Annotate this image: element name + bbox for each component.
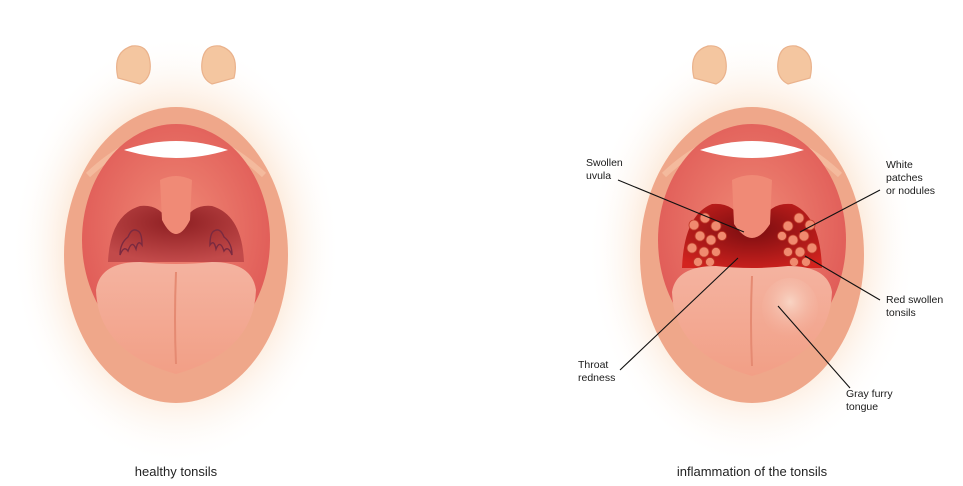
- callout-line: Throat: [578, 359, 608, 371]
- callout-line: uvula: [586, 170, 611, 182]
- callout-line: Swollen: [586, 157, 623, 169]
- nodule: [807, 243, 817, 253]
- nodule: [799, 231, 809, 241]
- callout-line: patches: [886, 172, 923, 184]
- callout-line: redness: [578, 372, 615, 384]
- callout-line: or nodules: [886, 185, 935, 197]
- callout-throat-redness: Throat redness: [578, 359, 615, 384]
- gray-furry-patch: [762, 278, 818, 338]
- callout-gray-furry-tongue: Gray furry tongue: [846, 388, 896, 413]
- nodule: [699, 247, 709, 257]
- nodule: [711, 221, 721, 231]
- nodule: [794, 213, 804, 223]
- uvula: [732, 175, 772, 238]
- nodule: [784, 248, 793, 257]
- callout-line: tongue: [846, 401, 878, 413]
- nodule: [689, 220, 699, 230]
- nodule: [706, 258, 715, 267]
- nodule: [783, 221, 793, 231]
- callout-line: White: [886, 159, 913, 171]
- callout-line: tonsils: [886, 307, 916, 319]
- nodule: [694, 258, 703, 267]
- nodule: [687, 243, 697, 253]
- nodule: [795, 247, 805, 257]
- callout-line: Gray furry: [846, 388, 893, 400]
- healthy-caption: healthy tonsils: [135, 464, 218, 479]
- nodule: [695, 231, 705, 241]
- nodule: [778, 232, 787, 241]
- inflamed-caption: inflammation of the tonsils: [677, 464, 828, 479]
- callout-white-patches: White patches or nodules: [886, 159, 935, 197]
- nodule: [788, 235, 798, 245]
- nodule: [790, 258, 799, 267]
- healthy-mouth: [11, 35, 341, 465]
- nodule: [712, 248, 721, 257]
- callout-line: Red swollen: [886, 294, 943, 306]
- nodule: [706, 235, 716, 245]
- nodule: [718, 232, 727, 241]
- callout-red-swollen-tonsils: Red swollen tonsils: [886, 294, 946, 319]
